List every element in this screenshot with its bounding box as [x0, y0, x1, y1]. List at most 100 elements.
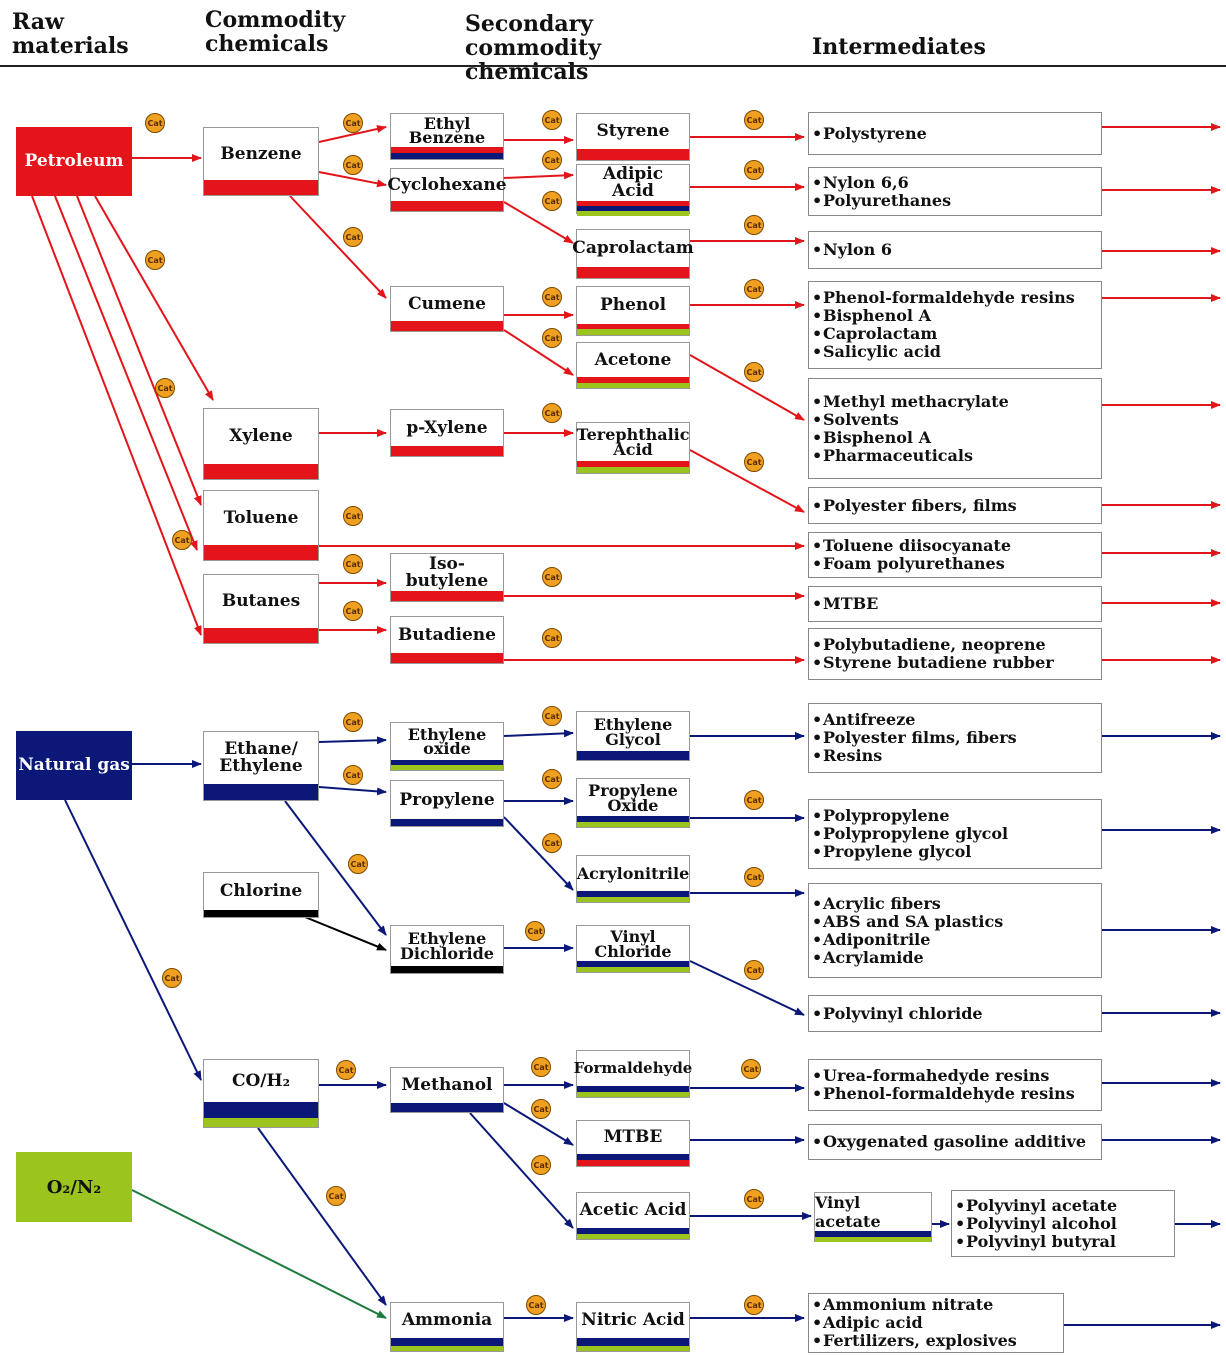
intermediate-item: Polybutadiene, neoprene: [812, 636, 1093, 655]
node-cyclohexane[interactable]: Cyclohexane: [387, 168, 507, 212]
intermediate-polypropylene-group[interactable]: PolypropylenePolypropylene glycolPropyle…: [808, 799, 1102, 869]
node-acetic-acid[interactable]: Acetic Acid: [576, 1192, 690, 1240]
intermediate-urea-group[interactable]: Urea-formahedyde resinsPhenol-formaldehy…: [808, 1059, 1102, 1111]
node-propylene-oxide[interactable]: Propylene Oxide: [576, 778, 690, 828]
node-label: MTBE: [603, 1127, 663, 1147]
intermediate-item: Polyurethanes: [812, 191, 1093, 210]
catalyst-icon: Cat: [744, 867, 764, 887]
node-cumene[interactable]: Cumene: [390, 286, 504, 332]
node-iso-butylene[interactable]: Iso-butylene: [390, 553, 504, 602]
node-label: Butadiene: [398, 624, 496, 645]
raw-o2-n2[interactable]: O₂/N₂: [16, 1152, 132, 1222]
catalyst-icon: Cat: [343, 227, 363, 247]
arrow: [503, 1102, 574, 1146]
node-ethyl-benzene[interactable]: Ethyl Benzene: [390, 113, 504, 160]
intermediate-item: ABS and SA plastics: [812, 912, 1093, 931]
node-butanes[interactable]: Butanes: [203, 574, 319, 644]
node-co-h2[interactable]: CO/H₂: [203, 1059, 319, 1128]
intermediate-polyester[interactable]: Polyester fibers, films: [808, 487, 1102, 524]
catalyst-icon: Cat: [336, 1060, 356, 1080]
intermediate-item: Polyvinyl alcohol: [955, 1214, 1166, 1233]
node-mtbe[interactable]: MTBE: [576, 1120, 690, 1167]
node-xylene[interactable]: Xylene: [203, 408, 319, 480]
catalyst-icon: Cat: [542, 191, 562, 211]
intermediate-nylon-6[interactable]: Nylon 6: [808, 231, 1102, 269]
arrow: [284, 800, 387, 936]
raw-natural-gas[interactable]: Natural gas: [16, 731, 132, 800]
intermediate-phenolic-group[interactable]: Phenol-formaldehyde resinsBisphenol ACap…: [808, 281, 1102, 369]
node-label: Butanes: [221, 591, 301, 611]
node-label: CO/H₂: [231, 1070, 291, 1091]
node-phenol[interactable]: Phenol: [576, 286, 690, 336]
node-ethane-ethylene[interactable]: Ethane/ Ethylene: [203, 731, 319, 801]
intermediate-item: Pharmaceuticals: [812, 446, 1093, 465]
node-styrene[interactable]: Styrene: [576, 113, 690, 161]
catalyst-icon: Cat: [744, 160, 764, 180]
arrow: [94, 195, 214, 401]
intermediate-polystyrene[interactable]: Polystyrene: [808, 112, 1102, 155]
catalyst-icon: Cat: [744, 790, 764, 810]
node-formaldehyde[interactable]: Formaldehyde: [574, 1050, 692, 1098]
node-ethylene-glycol[interactable]: Ethylene Glycol: [576, 711, 690, 761]
intermediate-item: Bisphenol A: [812, 307, 1093, 326]
catalyst-icon: Cat: [343, 113, 363, 133]
intermediate-polyvinyl-group[interactable]: Polyvinyl acetatePolyvinyl alcoholPolyvi…: [951, 1190, 1175, 1257]
intermediate-item: Acrylamide: [812, 948, 1093, 967]
node-toluene[interactable]: Toluene: [203, 490, 319, 561]
node-ethylene-oxide[interactable]: Ethylene oxide: [390, 722, 504, 771]
intermediate-item: Fertilizers, explosives: [812, 1332, 1055, 1351]
intermediate-item: Bisphenol A: [812, 428, 1093, 447]
intermediate-oxygenated-additive[interactable]: Oxygenated gasoline additive: [808, 1124, 1102, 1160]
catalyst-icon: Cat: [744, 1295, 764, 1315]
intermediate-nylon-6-6[interactable]: Nylon 6,6Polyurethanes: [808, 167, 1102, 216]
node-p-xylene[interactable]: p-Xylene: [390, 409, 504, 457]
catalyst-icon: Cat: [155, 378, 175, 398]
intermediate-item: Polypropylene glycol: [812, 825, 1093, 844]
node-vinyl-chloride[interactable]: Vinyl Chloride: [576, 925, 690, 973]
node-label: Benzene: [220, 143, 302, 164]
node-acetone[interactable]: Acetone: [576, 342, 690, 389]
node-label: Acetic Acid: [579, 1200, 687, 1220]
catalyst-icon: Cat: [542, 328, 562, 348]
node-propylene[interactable]: Propylene: [390, 780, 504, 827]
intermediate-pvc[interactable]: Polyvinyl chloride: [808, 995, 1102, 1032]
intermediate-item: Polyester films, fibers: [812, 729, 1093, 748]
node-nitric-acid[interactable]: Nitric Acid: [576, 1302, 690, 1352]
arrow: [503, 729, 574, 738]
arrow: [318, 125, 387, 143]
node-label: Cyclohexane: [387, 174, 507, 195]
node-caprolactam[interactable]: Caprolactam: [572, 229, 694, 279]
node-acrylonitrile[interactable]: Acrylonitrile: [576, 855, 690, 903]
intermediate-antifreeze-group[interactable]: AntifreezePolyester films, fibersResins: [808, 703, 1102, 773]
catalyst-icon: Cat: [542, 769, 562, 789]
catalyst-icon: Cat: [542, 110, 562, 130]
raw-petroleum[interactable]: Petroleum: [16, 127, 132, 196]
node-ammonia[interactable]: Ammonia: [390, 1302, 504, 1352]
node-ethylene-dichloride[interactable]: Ethylene Dichloride: [390, 925, 504, 974]
node-adipic-acid[interactable]: Adipic Acid: [576, 164, 690, 216]
catalyst-icon: Cat: [343, 506, 363, 526]
intermediate-mtbe[interactable]: MTBE: [808, 586, 1102, 622]
header-intermediates: Intermediates: [812, 34, 986, 60]
arrow: [503, 201, 574, 244]
node-benzene[interactable]: Benzene: [203, 127, 319, 196]
arrow: [131, 1189, 387, 1319]
intermediate-tdi-group[interactable]: Toluene diisocyanateFoam polyurethanes: [808, 532, 1102, 578]
intermediate-fertilizer-group[interactable]: Ammonium nitrateAdipic acidFertilizers, …: [808, 1293, 1064, 1353]
node-vinyl-acetate[interactable]: Vinyl acetate: [814, 1192, 932, 1242]
node-label: Propylene: [399, 789, 495, 810]
intermediate-item: Salicylic acid: [812, 343, 1093, 362]
intermediate-item: Adipic acid: [812, 1314, 1055, 1333]
intermediate-rubber-group[interactable]: Polybutadiene, neopreneStyrene butadiene…: [808, 628, 1102, 680]
node-butadiene[interactable]: Butadiene: [390, 616, 504, 664]
node-chlorine[interactable]: Chlorine: [203, 872, 319, 918]
intermediate-item: Propylene glycol: [812, 843, 1093, 862]
node-methanol[interactable]: Methanol: [390, 1067, 504, 1113]
catalyst-icon: Cat: [343, 155, 363, 175]
node-label: Nitric Acid: [581, 1310, 685, 1330]
arrow: [503, 329, 574, 376]
intermediate-acrylic-group[interactable]: Acrylic fibersABS and SA plasticsAdiponi…: [808, 883, 1102, 978]
node-terephthalic-acid[interactable]: Terephthalic Acid: [576, 422, 690, 474]
arrow: [64, 799, 202, 1081]
intermediate-mma-group[interactable]: Methyl methacrylateSolventsBisphenol APh…: [808, 378, 1102, 479]
